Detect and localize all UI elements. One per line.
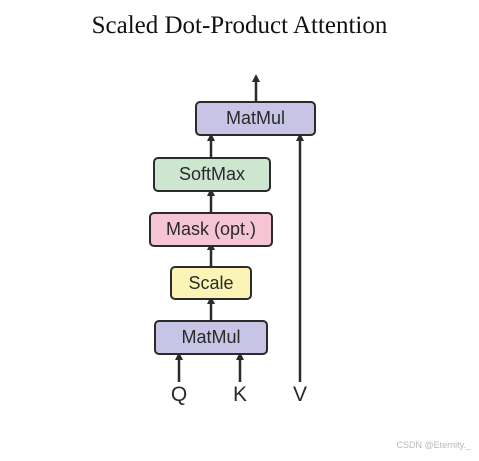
input-label-q: Q (170, 383, 188, 406)
diagram-title: Scaled Dot-Product Attention (91, 12, 388, 39)
input-label-k: K (232, 383, 247, 406)
input-label-v: V (292, 383, 307, 406)
mask-block: Mask (opt.) (149, 212, 273, 247)
matmul-top-block: MatMul (195, 101, 316, 136)
scale-block: Scale (170, 266, 252, 300)
watermark: CSDN @Eternity._ (396, 440, 472, 450)
softmax-block: SoftMax (153, 157, 271, 192)
matmul-bottom-block: MatMul (154, 320, 268, 355)
